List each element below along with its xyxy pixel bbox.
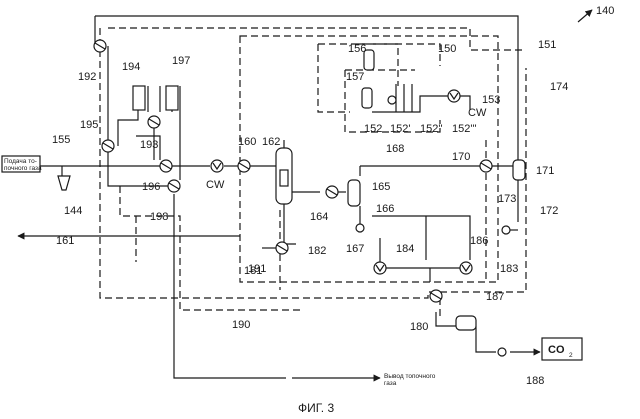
ref-182: 182: [308, 245, 326, 257]
ref-152b: 152'': [420, 123, 443, 135]
exchanger-186: [460, 262, 472, 274]
ref-166: 166: [376, 203, 394, 215]
ref-193: 193: [140, 139, 158, 151]
pumps: [356, 96, 510, 356]
ref-157: 157: [346, 71, 364, 83]
ref-172: 172: [540, 205, 558, 217]
exchanger-184: [374, 262, 386, 274]
ref-192: 192: [78, 71, 96, 83]
flue-out-line2: газа: [384, 380, 397, 387]
ref-188: 188: [526, 375, 544, 387]
compressor-144: [58, 176, 70, 190]
ref-164: 164: [310, 211, 328, 223]
cooler-cw-153: [448, 90, 460, 102]
ref-187: 187: [486, 291, 504, 303]
ref-152a: 152': [390, 123, 410, 135]
ref-165: 165: [372, 181, 390, 193]
ref-194: 194: [122, 61, 140, 73]
ref-152c: 152''': [452, 123, 477, 135]
ref-174: 174: [550, 81, 568, 93]
ref-170: 170: [452, 151, 470, 163]
co2-product-box: CO 2: [542, 338, 582, 360]
ref-197: 197: [172, 55, 190, 67]
ref-198: 198: [150, 211, 168, 223]
separator-165: [348, 180, 360, 206]
ref-168: 168: [386, 143, 404, 155]
pump-188: [498, 348, 506, 356]
ref-156: 156: [348, 43, 366, 55]
ref-140: 140: [596, 5, 614, 17]
ref-155: 155: [52, 134, 70, 146]
ref-cw-1: CW: [206, 179, 225, 191]
tower-194: [133, 86, 145, 110]
co2-subscript: 2: [569, 352, 573, 359]
ref-150: 150: [438, 43, 456, 55]
tower-197: [166, 86, 178, 110]
feed-in-line1: Подача то-: [4, 158, 37, 165]
vessel-162-pack: [280, 170, 288, 186]
ref-167: 167: [346, 243, 364, 255]
ref-161: 161: [56, 235, 74, 247]
cooler-cw-1: [211, 160, 223, 172]
ref-186: 186: [470, 235, 488, 247]
ref-151: 151: [538, 39, 556, 51]
ref-153: 153: [482, 94, 500, 106]
ref-195: 195: [80, 119, 98, 131]
ref-162: 162: [262, 136, 280, 148]
ref-184: 184: [396, 243, 414, 255]
ref-171: 171: [536, 165, 554, 177]
exchanger-marks: [95, 43, 491, 299]
ref-191: 191: [248, 263, 266, 275]
separator-171: [513, 160, 525, 180]
ref-arrow-140: [578, 10, 592, 22]
ref-160: 160: [238, 136, 256, 148]
co2-label: CO: [548, 344, 565, 356]
ref-cw-2: CW: [468, 107, 487, 119]
pump-167: [356, 224, 364, 232]
ref-152: 152: [364, 123, 382, 135]
heat-exchangers: [94, 40, 492, 302]
feed-in-line2: почного газа: [4, 165, 42, 172]
flue-out-line1: Вывод топочного: [384, 373, 436, 380]
ref-180: 180: [410, 321, 428, 333]
pump-173: [502, 226, 510, 234]
vessel-157: [362, 88, 372, 108]
ref-190: 190: [232, 319, 250, 331]
figure-caption: ФИГ. 3: [298, 401, 334, 415]
ref-196: 196: [142, 181, 160, 193]
vessel-187: [456, 316, 476, 330]
ref-183: 183: [500, 263, 518, 275]
pump-152: [388, 96, 396, 104]
ref-144: 144: [64, 205, 82, 217]
ref-173: 173: [498, 193, 516, 205]
